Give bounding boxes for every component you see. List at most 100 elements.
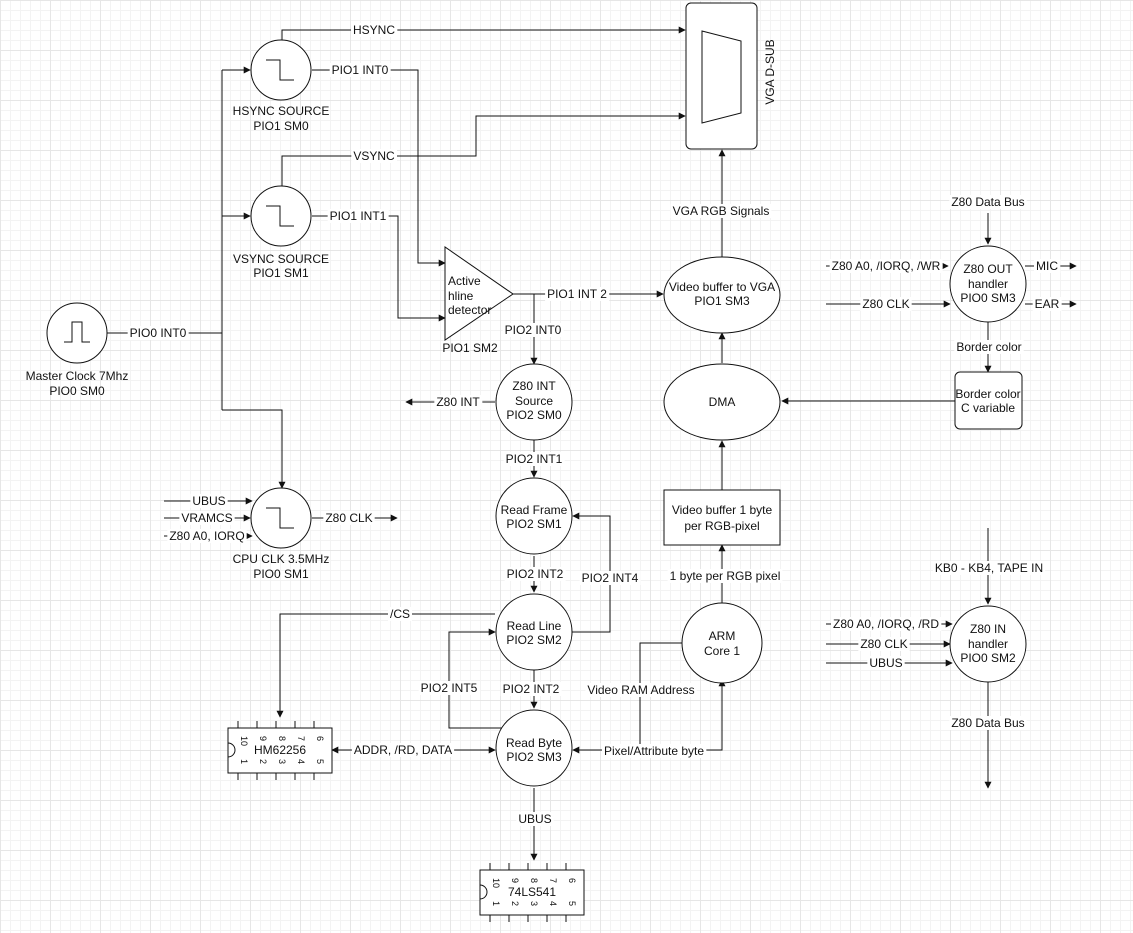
video-buffer-byte-box	[663, 489, 781, 546]
label-background	[503, 452, 565, 466]
z80-int-source-label-1: Z80 INT	[512, 379, 556, 393]
ls541-label: 74LS541	[508, 885, 556, 899]
label-background	[351, 743, 455, 757]
label-background	[516, 812, 554, 826]
chip-pin-number: 10	[239, 736, 249, 746]
wire-pio1-int0	[312, 69, 446, 267]
label-background	[387, 607, 413, 621]
vsync-source-node	[250, 185, 312, 247]
active-hline-label-3: detector	[448, 303, 491, 317]
label-pio2-int4: PIO2 INT4	[582, 571, 639, 585]
label-pio2-int2-b: PIO2 INT2	[503, 682, 560, 696]
active-hline-sm: PIO1 SM2	[442, 341, 498, 355]
label-z80-a0-iorq: Z80 A0, IORQ	[169, 529, 244, 543]
video-buffer-byte-label-1: Video buffer 1 byte	[672, 503, 773, 517]
label-ubus-down: UBUS	[518, 812, 551, 826]
label-pio2-int2-a: PIO2 INT2	[507, 567, 564, 581]
label-background	[350, 23, 398, 37]
chip-pin-number: 2	[258, 759, 268, 764]
label-hsync: HSYNC	[353, 23, 395, 37]
label-background	[867, 656, 905, 670]
video-buffer-vga-node	[663, 256, 781, 334]
label-background	[585, 683, 697, 697]
label-pio2-int0: PIO2 INT0	[505, 323, 562, 337]
label-background	[1032, 297, 1062, 311]
video-buffer-byte-label-2: per RGB-pixel	[684, 519, 759, 533]
label-background	[329, 63, 391, 77]
vga-dsub-box	[685, 2, 758, 150]
label-pio0-int0: PIO0 INT0	[130, 326, 187, 340]
label-background	[327, 209, 389, 223]
z80-int-source-label-2: Source	[515, 394, 553, 408]
label-z80-a0-iorq-wr: Z80 A0, /IORQ, /WR	[832, 259, 941, 273]
z80-out-handler-label-3: PIO0 SM3	[960, 291, 1016, 305]
chip-pin-number: 8	[529, 878, 539, 883]
active-hline-detector	[444, 246, 514, 341]
label-background	[1034, 259, 1061, 273]
label-background	[502, 323, 564, 337]
border-color-box-label-1: Border color	[955, 387, 1020, 401]
label-background	[829, 259, 943, 273]
arm-core-label-2: Core 1	[704, 644, 740, 658]
active-hline-label-2: hline	[448, 289, 474, 303]
label-background	[860, 297, 912, 311]
shapes	[46, 2, 1027, 916]
label-background	[830, 617, 942, 631]
chip-pin-number: 10	[491, 878, 501, 888]
chip-pin-number: 6	[315, 736, 325, 741]
chip-pin-number: 6	[567, 878, 577, 883]
read-line-label: Read Line	[507, 619, 562, 633]
hsync-source-sm: PIO1 SM0	[253, 119, 309, 133]
dma-label: DMA	[709, 395, 736, 409]
pulse-icon	[64, 321, 90, 343]
chip-pin-number: 3	[277, 759, 287, 764]
z80-in-handler-label-2: handler	[968, 637, 1008, 651]
arm-core-node	[681, 602, 763, 684]
video-buffer-vga-label: Video buffer to VGA	[669, 280, 775, 294]
label-background	[601, 744, 707, 758]
read-frame-node	[495, 477, 573, 555]
label-vga-rgb: VGA RGB Signals	[673, 204, 770, 218]
label-background	[579, 571, 641, 585]
chip-pin-number: 9	[258, 736, 268, 741]
label-background	[667, 569, 783, 583]
label-ear: EAR	[1035, 297, 1060, 311]
chip-pin-number: 4	[296, 759, 306, 764]
hsync-source-node	[250, 39, 312, 101]
label-z80-data-bus-bottom: Z80 Data Bus	[951, 716, 1024, 730]
square-wave-icon	[266, 507, 294, 529]
label-background	[858, 637, 910, 651]
z80-in-handler-label-3: PIO0 SM2	[960, 651, 1016, 665]
border-color-box	[954, 371, 1023, 430]
label-background	[179, 511, 235, 525]
label-ubus-in: UBUS	[192, 494, 225, 508]
master-clock-sm: PIO0 SM0	[49, 384, 105, 398]
vsync-source-sm: PIO1 SM1	[253, 266, 309, 280]
border-color-box-label-2: C variable	[961, 401, 1015, 415]
label-border-color: Border color	[956, 340, 1021, 354]
read-line-node	[495, 593, 573, 671]
chip-pin-number: 7	[296, 736, 306, 741]
label-background	[434, 395, 483, 409]
z80-int-source-label-3: PIO2 SM0	[506, 408, 562, 422]
master-clock-node	[46, 302, 108, 364]
label-background	[127, 326, 189, 340]
video-buffer-vga-sm: PIO1 SM3	[694, 294, 750, 308]
ls541-notch	[479, 884, 488, 900]
read-frame-label: Read Frame	[501, 503, 568, 517]
chip-pin-number: 5	[315, 759, 325, 764]
z80-out-handler-label-1: Z80 OUT	[963, 262, 1013, 276]
read-byte-node	[495, 709, 573, 787]
square-wave-icon	[266, 205, 294, 227]
label-pixel-attribute: Pixel/Attribute byte	[604, 744, 704, 758]
vsync-source-label: VSYNC SOURCE	[233, 252, 329, 266]
label-z80-data-bus-top: Z80 Data Bus	[951, 195, 1024, 209]
wire-cs	[276, 613, 495, 718]
cpu-clk-label: CPU CLK 3.5MHz	[233, 552, 330, 566]
label-background	[670, 204, 772, 218]
label-background	[504, 567, 566, 581]
label-background	[949, 195, 1027, 209]
label-mic: MIC	[1036, 259, 1058, 273]
label-background	[351, 149, 398, 163]
